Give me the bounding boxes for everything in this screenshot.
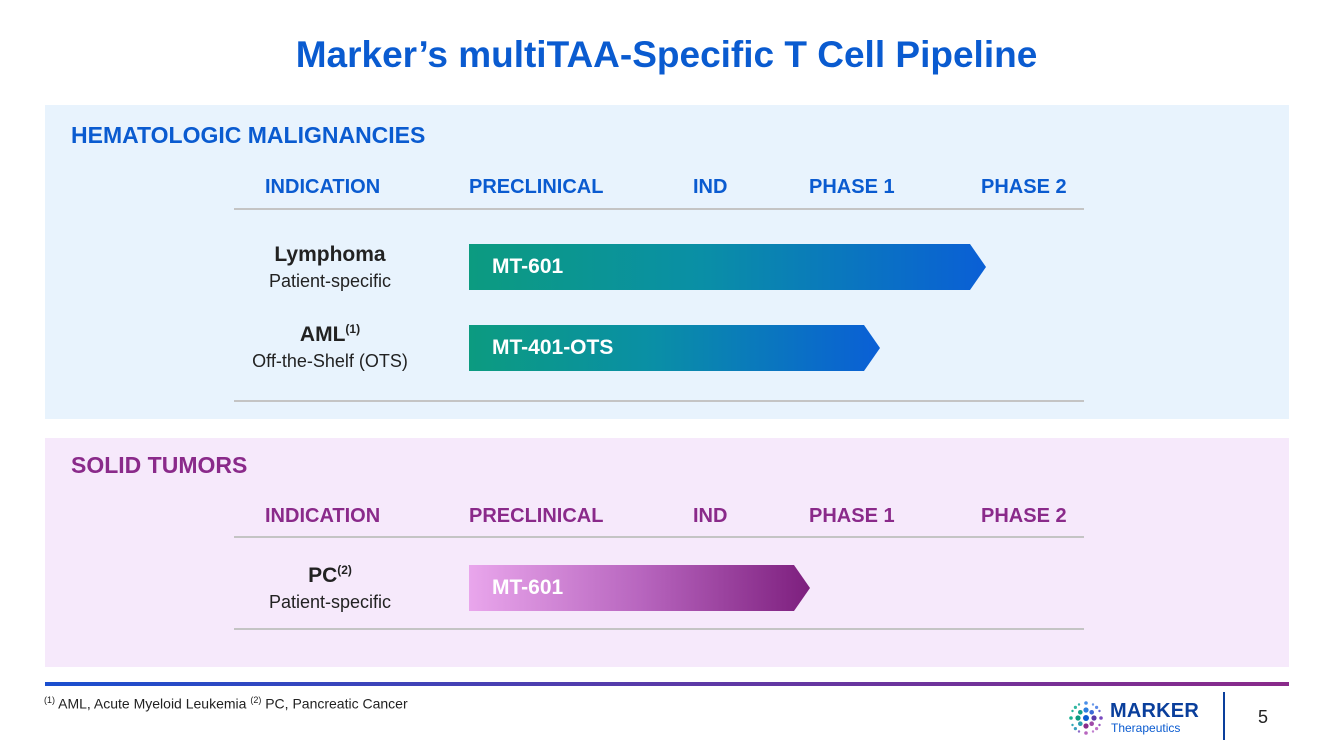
page-number: 5 bbox=[1258, 707, 1269, 727]
column-header-indication: INDICATION bbox=[265, 176, 381, 198]
hematologic-section: HEMATOLOGIC MALIGNANCIES INDICATION PREC… bbox=[45, 105, 1289, 419]
marker-logo-icon bbox=[1069, 701, 1103, 735]
column-header-preclinical: PRECLINICAL bbox=[469, 505, 604, 527]
slide-title: Marker’s multiTAA-Specific T Cell Pipeli… bbox=[295, 34, 1038, 75]
section-title-hematologic: HEMATOLOGIC MALIGNANCIES bbox=[71, 122, 426, 148]
indication-name: PC(2) bbox=[308, 563, 352, 587]
footnote: (1) AML, Acute Myeloid Leukemia (2) PC, … bbox=[44, 695, 408, 712]
solid-tumors-section: SOLID TUMORS INDICATION PRECLINICAL IND … bbox=[45, 438, 1289, 667]
column-header-phase1: PHASE 1 bbox=[809, 505, 895, 527]
column-header-phase2: PHASE 2 bbox=[981, 176, 1067, 198]
indication-name: AML(1) bbox=[299, 322, 361, 346]
footer-gradient-line bbox=[45, 682, 1289, 686]
column-header-ind: IND bbox=[693, 176, 728, 198]
section-bottom-divider bbox=[234, 628, 1084, 630]
column-header-indication: INDICATION bbox=[265, 505, 381, 527]
section-title-solid-tumors: SOLID TUMORS bbox=[71, 452, 248, 478]
column-header-ind: IND bbox=[693, 505, 728, 527]
header-divider bbox=[234, 536, 1084, 538]
header-divider bbox=[234, 208, 1084, 210]
program-bar-mt-601-pc: MT-601 bbox=[469, 565, 810, 611]
program-bar-mt-401-ots: MT-401-OTS bbox=[469, 325, 880, 371]
logo-name: MARKER bbox=[1110, 700, 1199, 722]
indication-subtitle: Patient-specific bbox=[268, 592, 392, 612]
footer-vertical-divider bbox=[1223, 692, 1225, 740]
footnote-marker: (1) bbox=[345, 322, 361, 336]
marker-logo: MARKER Therapeutics bbox=[1068, 698, 1218, 738]
column-header-phase2: PHASE 2 bbox=[981, 505, 1067, 527]
indication-subtitle: Off-the-Shelf (OTS) bbox=[252, 351, 408, 371]
section-bottom-divider bbox=[234, 400, 1084, 402]
program-bar-mt-601: MT-601 bbox=[469, 244, 986, 290]
indication-name: Lymphoma bbox=[274, 243, 386, 266]
column-header-preclinical: PRECLINICAL bbox=[469, 176, 604, 198]
logo-subtitle: Therapeutics bbox=[1111, 721, 1181, 735]
column-header-phase1: PHASE 1 bbox=[809, 176, 895, 198]
footnote-marker: (2) bbox=[337, 563, 352, 577]
indication-subtitle: Patient-specific bbox=[268, 271, 392, 291]
